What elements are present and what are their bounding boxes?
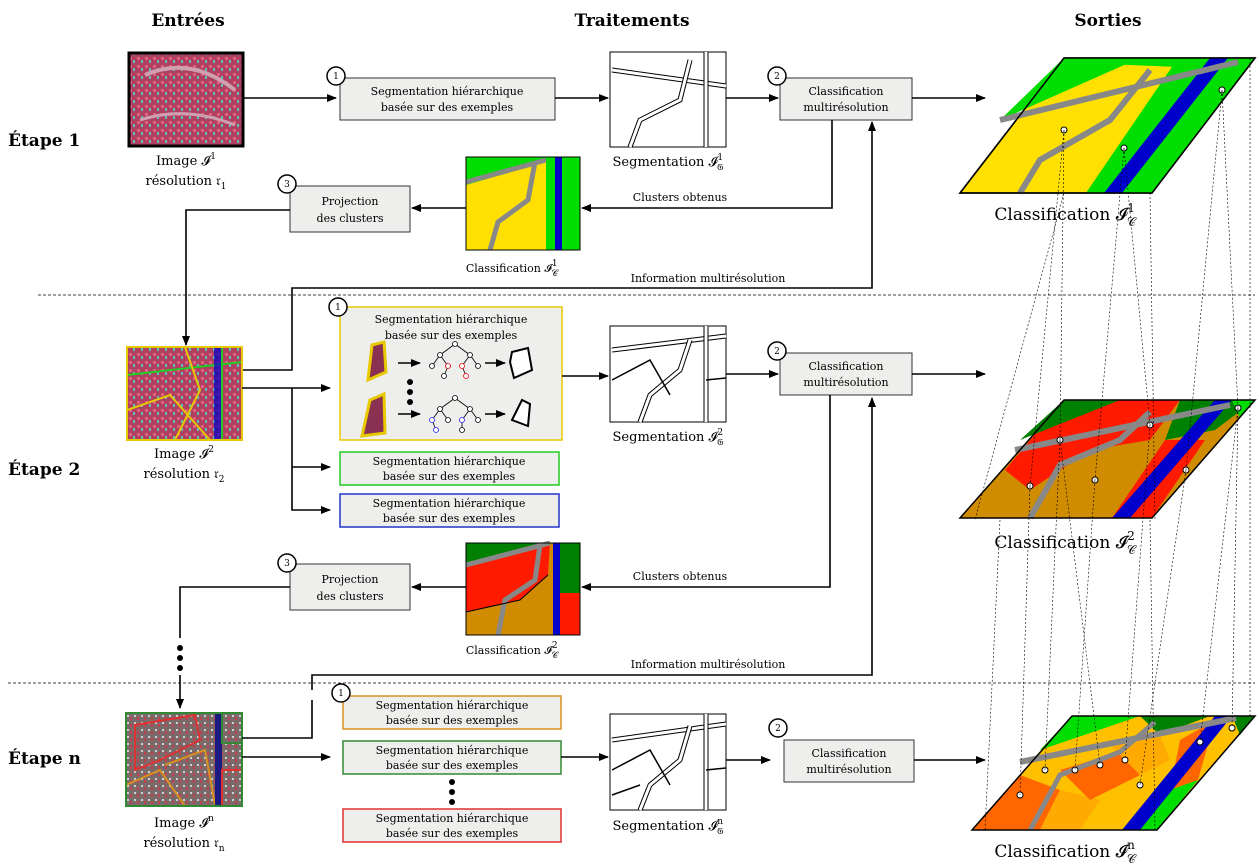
segmentation-box-n-orange: Segmentation hiérarchique basée sur des … — [342, 695, 562, 730]
svg-text:des clusters: des clusters — [317, 212, 384, 225]
svg-text:multirésolution: multirésolution — [803, 101, 888, 114]
svg-text:basée sur des exemples: basée sur des exemples — [383, 512, 516, 525]
svg-text:2: 2 — [774, 72, 780, 82]
segmentation-box-2-blue: Segmentation hiérarchique basée sur des … — [339, 493, 560, 528]
step-label-1: Étape 1 — [8, 130, 80, 151]
svg-text:multirésolution: multirésolution — [806, 763, 891, 776]
output-map-2 — [958, 399, 1257, 520]
projection-box-1: Projection des clusters — [289, 185, 411, 233]
input-image-2 — [126, 346, 243, 441]
step-number-1: 1 — [326, 66, 346, 86]
svg-text:3: 3 — [284, 180, 290, 190]
input-image-n — [125, 712, 243, 807]
step-label-2: Étape 2 — [8, 459, 80, 480]
segmentation-box-2-green: Segmentation hiérarchique basée sur des … — [339, 451, 560, 486]
svg-text:Segmentation hiérarchique: Segmentation hiérarchique — [373, 455, 526, 468]
svg-text:multirésolution: multirésolution — [803, 376, 888, 389]
projection-box-2: Projection des clusters — [289, 563, 411, 611]
clusters-label-2: Clusters obtenus — [633, 570, 728, 583]
header-processing: Traitements — [574, 11, 689, 31]
output-map-n — [970, 715, 1257, 832]
step-number-1-stage-2: 1 — [328, 297, 348, 317]
input-resolution-n: résolution 𝔯n — [143, 836, 224, 854]
svg-text:Projection: Projection — [321, 573, 378, 586]
header-outputs: Sorties — [1074, 11, 1141, 31]
header-inputs: Entrées — [151, 11, 224, 31]
step-number-3: 3 — [277, 174, 297, 194]
segmentation-image-1 — [609, 51, 727, 148]
svg-text:Classification: Classification — [808, 360, 883, 373]
svg-text:2: 2 — [774, 347, 780, 357]
segmentation-image-2 — [609, 325, 727, 423]
segmentation-box-n-green: Segmentation hiérarchique basée sur des … — [342, 740, 562, 775]
input-image-1 — [127, 51, 245, 148]
input-resolution-1: résolution 𝔯1 — [146, 174, 227, 192]
multires-label-1: Information multirésolution — [631, 272, 786, 285]
step-number-3-stage-2: 3 — [277, 553, 297, 573]
svg-text:basée sur des exemples: basée sur des exemples — [381, 101, 514, 114]
svg-text:1: 1 — [335, 303, 341, 313]
svg-text:Segmentation hiérarchique: Segmentation hiérarchique — [371, 85, 524, 98]
svg-text:basée sur des exemples: basée sur des exemples — [385, 329, 518, 342]
output-map-1 — [958, 57, 1257, 195]
multires-label-2: Information multirésolution — [631, 658, 786, 671]
svg-text:Segmentation hiérarchique: Segmentation hiérarchique — [373, 497, 526, 510]
classification-box-1: Classification multirésolution — [779, 77, 913, 121]
svg-text:Segmentation hiérarchique: Segmentation hiérarchique — [376, 744, 529, 757]
svg-text:1: 1 — [333, 72, 339, 82]
projection-lines — [974, 58, 1251, 831]
input-image-1-caption: Image 𝓘1 — [156, 152, 216, 169]
svg-text:3: 3 — [284, 559, 290, 569]
segmentation-box-1: Segmentation hiérarchique basée sur des … — [339, 77, 556, 121]
svg-text:basée sur des exemples: basée sur des exemples — [386, 827, 519, 840]
segmentation-image-n — [609, 713, 727, 811]
svg-text:2: 2 — [775, 724, 781, 734]
classification-thumbnail-1 — [465, 156, 581, 251]
input-image-n-caption: Image 𝓘n — [154, 814, 214, 831]
input-image-2-caption: Image 𝓘2 — [154, 445, 214, 462]
svg-text:basée sur des exemples: basée sur des exemples — [386, 759, 519, 772]
classification-box-n: Classification multirésolution — [783, 739, 915, 783]
svg-text:Classification: Classification — [808, 85, 883, 98]
segmentation-box-n-red: Segmentation hiérarchique basée sur des … — [342, 808, 562, 843]
classification-thumbnail-2 — [465, 540, 581, 636]
segmentation-box-2-detailed: Segmentation hiérarchique basée sur des … — [339, 306, 563, 441]
svg-text:Segmentation hiérarchique: Segmentation hiérarchique — [376, 699, 529, 712]
clusters-label-1: Clusters obtenus — [633, 191, 728, 204]
svg-text:basée sur des exemples: basée sur des exemples — [386, 714, 519, 727]
svg-text:Classification: Classification — [811, 747, 886, 760]
classification-box-2: Classification multirésolution — [779, 352, 913, 396]
step-number-2: 2 — [767, 66, 787, 86]
svg-text:basée sur des exemples: basée sur des exemples — [383, 470, 516, 483]
svg-text:des clusters: des clusters — [317, 590, 384, 603]
step-number-1-stage-n: 1 — [331, 683, 351, 703]
step-label-n: Étape n — [8, 748, 81, 769]
step-number-2-stage-n: 2 — [768, 718, 788, 738]
svg-text:Segmentation hiérarchique: Segmentation hiérarchique — [376, 812, 529, 825]
svg-text:Segmentation hiérarchique: Segmentation hiérarchique — [375, 313, 528, 326]
svg-text:1: 1 — [338, 689, 344, 699]
svg-text:Projection: Projection — [321, 195, 378, 208]
input-resolution-2: résolution 𝔯2 — [144, 467, 225, 485]
step-number-2-stage-2: 2 — [767, 341, 787, 361]
